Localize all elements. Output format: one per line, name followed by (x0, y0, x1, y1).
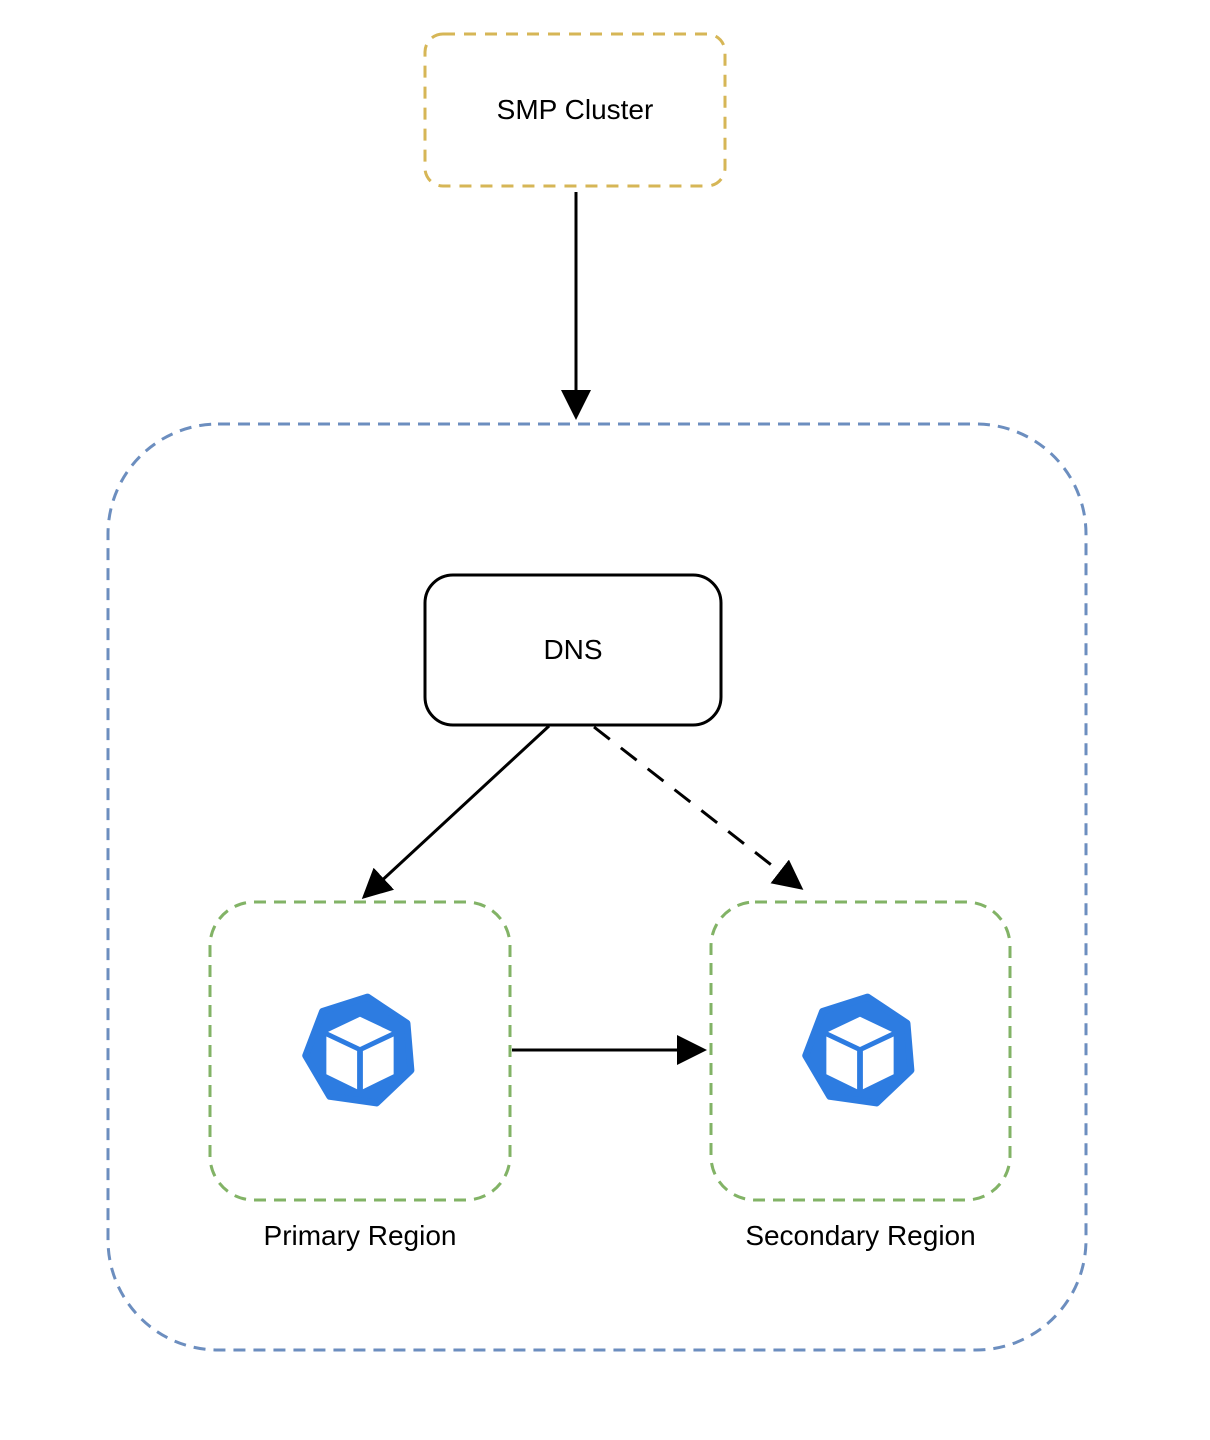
dns-box (423, 573, 723, 727)
smp-cluster-box (423, 32, 727, 188)
cube-top-face (328, 1016, 392, 1047)
cube-right-face (862, 1036, 894, 1090)
edge-dns-to-secondary (593, 725, 804, 890)
cube-right-face (362, 1036, 394, 1090)
heptagon-cube-icon (302, 993, 415, 1107)
cube-left-face (826, 1036, 858, 1090)
heptagon-shape (302, 993, 415, 1107)
edge-dns-to-primary (361, 724, 551, 900)
cube-top-face (828, 1016, 892, 1047)
cube-left-face (326, 1036, 358, 1090)
heptagon-shape (802, 993, 915, 1107)
failover-container-box (106, 422, 1088, 1352)
heptagon-cube-icon (802, 993, 915, 1107)
